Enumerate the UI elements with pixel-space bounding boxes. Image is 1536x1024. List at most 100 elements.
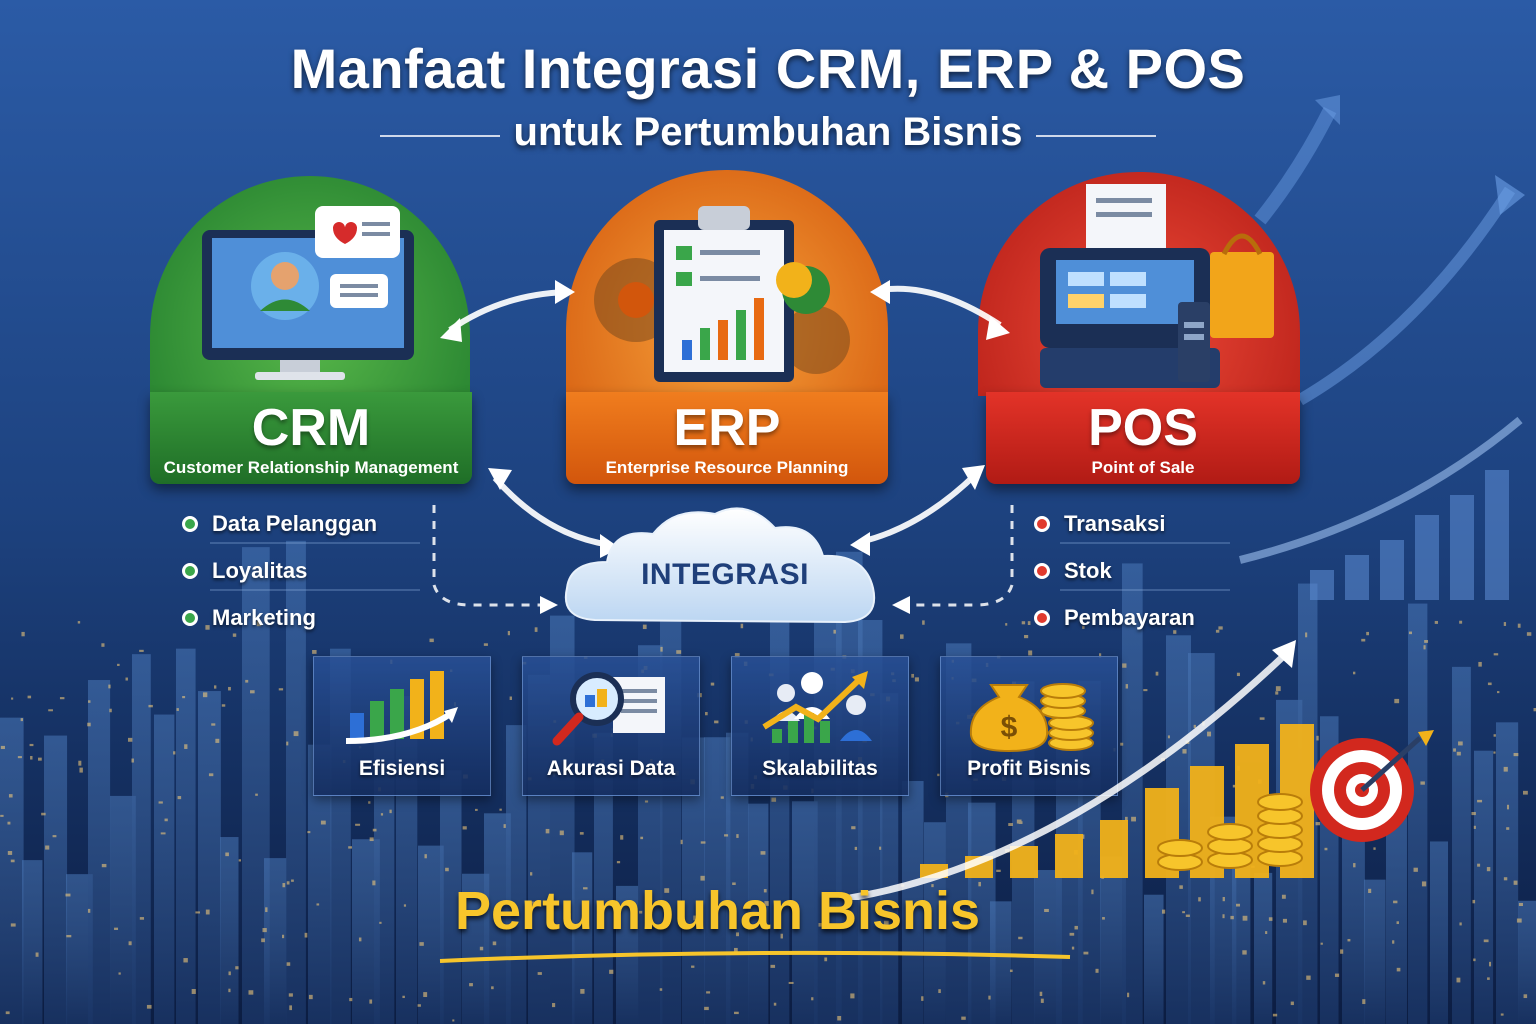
list-item: Stok bbox=[1034, 555, 1195, 587]
city-light bbox=[17, 756, 22, 759]
city-light bbox=[349, 997, 353, 1002]
city-light bbox=[131, 758, 134, 763]
city-light bbox=[7, 851, 13, 855]
city-light bbox=[211, 723, 216, 726]
city-light bbox=[225, 852, 229, 857]
pos-acronym: POS bbox=[1088, 399, 1198, 457]
benefit-card-profit-bisnis: $ Profit Bisnis bbox=[940, 656, 1118, 796]
city-light bbox=[128, 941, 132, 946]
city-light bbox=[1533, 707, 1536, 712]
city-light bbox=[202, 692, 208, 698]
svg-text:$: $ bbox=[1001, 711, 1018, 744]
skyline-building bbox=[44, 735, 68, 1024]
city-light bbox=[659, 988, 663, 991]
city-light bbox=[355, 823, 361, 826]
city-light bbox=[146, 1004, 152, 1009]
city-light bbox=[1477, 799, 1483, 803]
skyline-building bbox=[1386, 816, 1407, 1024]
city-light bbox=[1423, 645, 1426, 650]
city-light bbox=[286, 881, 290, 885]
city-light bbox=[35, 952, 39, 957]
city-light bbox=[452, 1019, 455, 1022]
city-light bbox=[851, 826, 856, 830]
city-light bbox=[700, 875, 705, 881]
city-light bbox=[1040, 998, 1044, 1003]
city-light bbox=[773, 1002, 777, 1006]
city-light bbox=[139, 917, 145, 920]
city-light bbox=[1353, 671, 1356, 675]
city-light bbox=[771, 797, 777, 802]
city-light bbox=[483, 643, 488, 646]
city-light bbox=[1198, 897, 1201, 902]
city-light bbox=[1459, 922, 1462, 926]
city-light bbox=[173, 751, 176, 755]
city-light bbox=[369, 837, 374, 842]
city-light bbox=[195, 911, 201, 914]
city-light bbox=[48, 709, 53, 712]
city-light bbox=[389, 809, 392, 814]
city-light bbox=[469, 983, 473, 987]
city-light bbox=[369, 999, 373, 1004]
skyline-building bbox=[110, 795, 136, 1024]
city-light bbox=[1506, 827, 1510, 830]
city-light bbox=[125, 677, 128, 681]
skyline-building bbox=[1144, 894, 1164, 1024]
city-light bbox=[1207, 731, 1212, 737]
city-light bbox=[937, 773, 940, 777]
city-light bbox=[11, 697, 14, 700]
city-light bbox=[30, 755, 33, 760]
city-light bbox=[403, 904, 407, 907]
crm-feature-list: Data Pelanggan Loyalitas Marketing bbox=[182, 508, 377, 634]
city-light bbox=[1102, 917, 1105, 920]
list-item: Data Pelanggan bbox=[182, 508, 377, 540]
city-light bbox=[735, 932, 740, 937]
erp-banner: ERP Enterprise Resource Planning bbox=[566, 392, 888, 484]
city-light bbox=[286, 962, 291, 966]
skyline-building bbox=[1100, 856, 1126, 1024]
benefit-card-skalabilitas: Skalabilitas bbox=[731, 656, 909, 796]
skyline-building bbox=[1408, 603, 1428, 1024]
city-light bbox=[499, 808, 502, 811]
city-light bbox=[445, 867, 449, 872]
city-light bbox=[1008, 823, 1013, 826]
city-light bbox=[1334, 973, 1340, 977]
city-light bbox=[117, 663, 120, 666]
city-light bbox=[1074, 925, 1078, 930]
city-light bbox=[235, 966, 239, 970]
city-light bbox=[620, 835, 624, 840]
skyline-building bbox=[418, 845, 444, 1024]
city-light bbox=[205, 909, 210, 915]
city-light bbox=[1486, 867, 1491, 872]
city-light bbox=[1122, 663, 1127, 668]
city-light bbox=[38, 757, 42, 761]
city-light bbox=[1143, 689, 1148, 692]
city-light bbox=[1185, 914, 1190, 917]
skyline-building bbox=[198, 691, 221, 1024]
city-light bbox=[183, 958, 188, 963]
city-light bbox=[664, 888, 670, 893]
skyline-building bbox=[1430, 841, 1449, 1024]
city-light bbox=[1082, 834, 1085, 839]
city-light bbox=[720, 796, 724, 799]
city-light bbox=[1242, 915, 1248, 921]
crm-full-name: Customer Relationship Management bbox=[163, 458, 459, 477]
city-light bbox=[818, 923, 823, 927]
city-light bbox=[1347, 938, 1351, 942]
city-light bbox=[1506, 804, 1510, 810]
benefit-card-efisiensi: Efisiensi bbox=[313, 656, 491, 796]
city-light bbox=[221, 704, 226, 707]
erp-full-name: Enterprise Resource Planning bbox=[605, 458, 849, 477]
city-light bbox=[10, 923, 16, 927]
city-light bbox=[931, 884, 934, 888]
city-light bbox=[833, 629, 836, 634]
skyline-building bbox=[1496, 722, 1519, 1024]
city-light bbox=[358, 937, 362, 942]
city-light bbox=[1408, 631, 1412, 635]
city-light bbox=[1155, 671, 1159, 676]
growth-bars-coins-target-illustration bbox=[849, 640, 1434, 900]
city-light bbox=[286, 741, 289, 746]
city-light bbox=[1305, 632, 1308, 638]
city-light bbox=[316, 903, 320, 906]
city-light bbox=[368, 801, 371, 804]
magnifier-document-icon bbox=[552, 672, 665, 746]
